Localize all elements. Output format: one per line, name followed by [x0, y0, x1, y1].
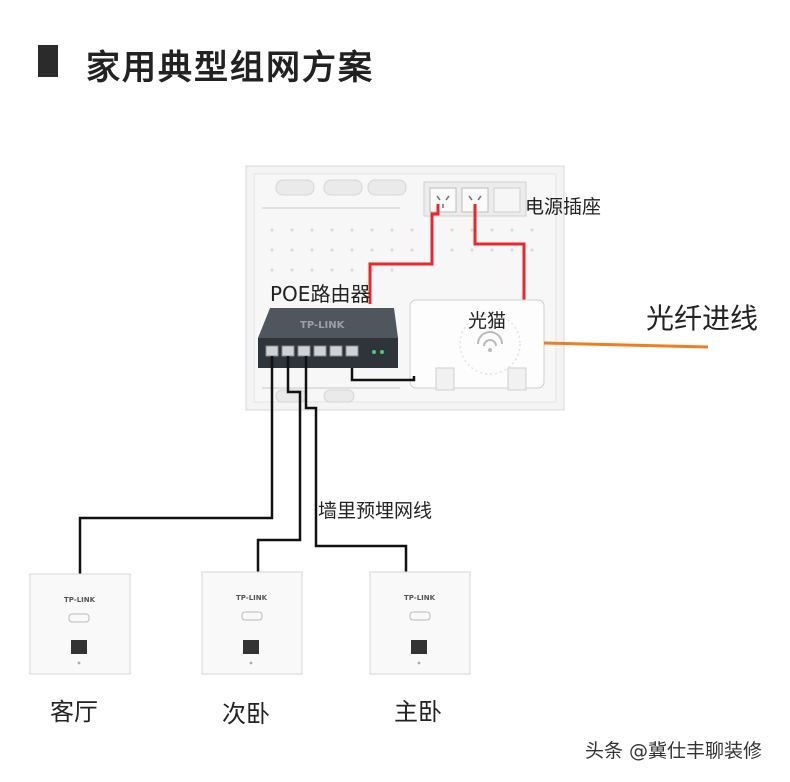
page-title: 家用典型组网方案 — [86, 48, 374, 88]
optical-modem-device — [409, 299, 545, 391]
panel-ap-master-bedroom: TP-LINK — [369, 571, 471, 675]
second-bedroom-label: 次卧 — [222, 700, 270, 728]
living-room-label: 客厅 — [50, 698, 98, 726]
svg-text:TP-LINK: TP-LINK — [64, 596, 96, 604]
panel-ap-second-bedroom: TP-LINK — [201, 571, 303, 675]
title-marker — [38, 45, 58, 77]
poe-router-device: TP-LINK — [258, 308, 398, 368]
panel-ap-living-room: TP-LINK — [29, 573, 131, 675]
watermark: 头条 @冀仕丰聊装修 — [585, 740, 763, 762]
fiber-in-label: 光纤进线 — [646, 302, 759, 335]
router-brand-text: TP-LINK — [300, 320, 346, 331]
power-cable — [368, 204, 526, 304]
master-bedroom-label: 主卧 — [394, 698, 442, 726]
network-cables — [78, 356, 408, 574]
power-socket-label: 电源插座 — [525, 196, 602, 218]
fiber-cable — [543, 341, 709, 349]
svg-text:TP-LINK: TP-LINK — [404, 594, 436, 602]
optical-modem-label: 光猫 — [468, 310, 507, 332]
poe-router-label: POE路由器 — [270, 282, 371, 306]
wall-cable-label: 墙里预埋网线 — [318, 500, 433, 522]
svg-text:TP-LINK: TP-LINK — [236, 594, 268, 602]
